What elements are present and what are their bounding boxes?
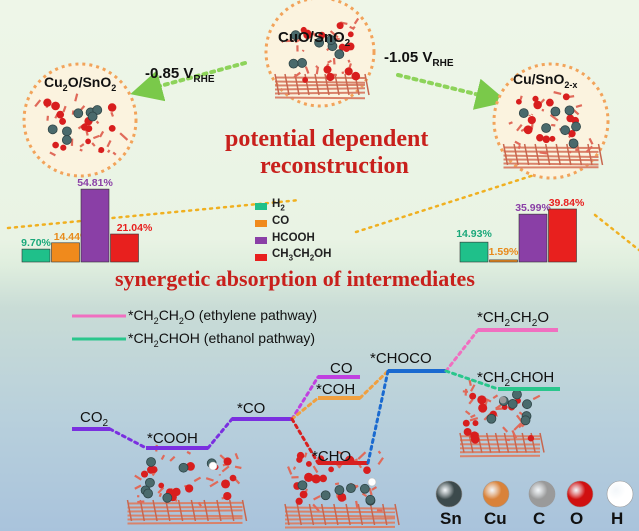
connector-2	[290, 375, 320, 421]
connector-1	[206, 417, 234, 450]
catalyst-center-label: CuO/SnO2	[278, 29, 351, 49]
connector-3	[290, 396, 320, 421]
title-synergetic: synergetic absorption of intermediates	[115, 266, 475, 291]
atom-label-o: O	[570, 509, 584, 528]
structure-cu-sno2-x	[502, 91, 604, 169]
guide-dotted-line-right	[354, 168, 552, 234]
bar-h2	[459, 241, 489, 263]
catalyst-left-circle	[22, 62, 138, 178]
guide-dotted-line-left	[6, 198, 302, 230]
structure-cho-adsorbed	[284, 450, 400, 529]
connector-5	[358, 369, 390, 400]
atom-label-h: H	[611, 509, 624, 528]
catalyst-center-circle	[264, 0, 376, 108]
bar-co	[51, 242, 80, 263]
intermediate-ch2choh: *CH2CHOH	[477, 369, 555, 389]
connector-4	[290, 417, 320, 465]
catalyst-right-label: Cu/SnO2-x	[513, 71, 578, 90]
structure-cooh-adsorbed	[126, 444, 248, 525]
legend-label-co: CO	[272, 215, 290, 227]
bar-label-co: 1.59%	[489, 246, 519, 258]
catalyst-right-circle	[492, 62, 610, 180]
intermediate-cho: *CHO	[312, 448, 352, 465]
connector-0	[108, 427, 148, 450]
legend-label-h2: H2	[272, 198, 285, 213]
atom-label-cu: Cu	[484, 509, 507, 528]
structure-cu2o-sno2	[34, 93, 129, 157]
adsorbate-h-atom	[367, 477, 377, 487]
intermediate-ch2ch2o: *CH2CH2O	[477, 309, 549, 329]
structure-ch2choh-adsorbed	[459, 379, 545, 458]
adsorbate-h-atom	[208, 461, 218, 471]
legend-label-hcooh: HCOOH	[272, 232, 315, 244]
catalyst-left-label: Cu2O/SnO2	[44, 74, 117, 93]
bar-chart-left: 9.70%14.44%54.81%21.04%	[21, 177, 153, 263]
atom-sphere-o	[566, 480, 594, 508]
title-reconstruction-line1: potential dependent	[225, 126, 429, 152]
arrow-to-right-catalyst	[396, 73, 508, 110]
atom-sphere-sn	[435, 480, 463, 508]
guide-dotted-line-right-end	[593, 213, 639, 252]
atom-label-sn: Sn	[440, 509, 462, 528]
atom-sphere-cu	[482, 480, 510, 508]
bar-label-hcooh: 35.99%	[515, 202, 551, 214]
bar-ch3ch2oh	[110, 233, 139, 263]
bar-hcooh	[80, 188, 110, 263]
intermediate-co-adsorbed: *CO	[237, 400, 266, 417]
legend-swatch-1	[255, 220, 267, 227]
pathway-legend-ethylene: *CH2CH2O (ethylene pathway)	[128, 307, 318, 326]
bar-h2	[21, 248, 51, 263]
bar-chart-right: 14.93% 1.59% 35.99%39.84%	[456, 197, 585, 263]
connector-7	[444, 328, 480, 373]
connector-6	[366, 369, 390, 465]
bar-ch3ch2oh	[548, 208, 577, 263]
legend-swatch-0	[255, 203, 267, 210]
intermediate-choco: *CHOCO	[370, 350, 432, 367]
bar-label-h2: 14.93%	[456, 228, 492, 240]
potential-left: -0.85 VRHE	[145, 65, 215, 85]
atom-sphere-c	[528, 480, 556, 508]
intermediate-co2: CO2	[80, 409, 109, 429]
legend-label-ethanol: CH3CH2OH	[272, 248, 332, 263]
connector-8	[444, 369, 500, 391]
intermediate-cooh: *COOH	[147, 430, 198, 447]
arrow-to-left-catalyst	[130, 61, 247, 102]
atom-sphere-h	[606, 480, 634, 508]
bar-hcooh	[518, 213, 548, 263]
intermediate-coh: *COH	[316, 381, 356, 398]
potential-right: -1.05 VRHE	[384, 49, 454, 69]
bar-co	[489, 259, 518, 263]
bar-label-ch3ch2oh: 21.04%	[117, 222, 153, 234]
bar-label-h2: 9.70%	[21, 237, 51, 249]
structure-cuo-sno2	[274, 17, 370, 100]
title-reconstruction-line2: reconstruction	[260, 153, 409, 179]
intermediate-co: CO	[330, 360, 353, 377]
bar-label-hcooh: 54.81%	[77, 177, 113, 189]
pathway-legend-ethanol: *CH2CHOH (ethanol pathway)	[128, 330, 316, 349]
legend-swatch-3	[255, 254, 267, 261]
legend-swatch-2	[255, 237, 267, 244]
bar-label-ch3ch2oh: 39.84%	[549, 197, 585, 209]
atom-label-c: C	[533, 509, 546, 528]
adsorbate-c-atom	[499, 396, 507, 404]
